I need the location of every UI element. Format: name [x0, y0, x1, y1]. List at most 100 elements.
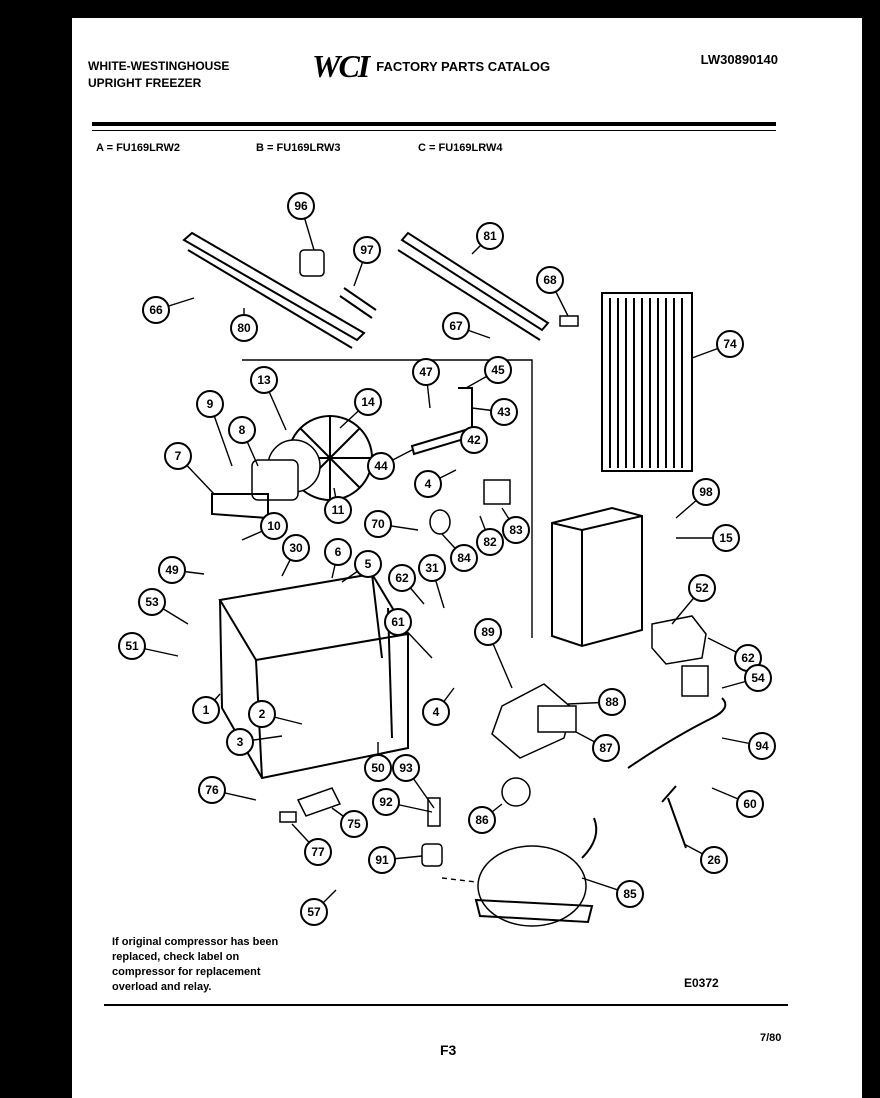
fan-motor-8: [251, 459, 299, 501]
callout-number: 80: [237, 321, 251, 335]
callout-62: 62: [388, 564, 425, 605]
callout-bubble: [744, 664, 772, 692]
callout-53: 53: [138, 588, 189, 625]
brand-block: WHITE-WESTINGHOUSE UPRIGHT FREEZER: [88, 58, 229, 92]
callout-number: 8: [239, 423, 246, 437]
callout-bubble: [138, 588, 166, 616]
callout-76: 76: [198, 776, 257, 804]
callout-number: 54: [751, 671, 765, 685]
callout-bubble: [260, 512, 288, 540]
callout-bubble: [304, 838, 332, 866]
callout-86: 86: [468, 803, 503, 834]
callout-31: 31: [418, 554, 446, 609]
callout-number: 83: [509, 523, 523, 537]
callout-number: 61: [391, 615, 405, 629]
grommet-84: [429, 509, 451, 535]
callout-number: 82: [483, 535, 497, 549]
callout-bubble: [536, 266, 564, 294]
callout-30: 30: [281, 534, 310, 577]
callout-number: 75: [347, 817, 361, 831]
drain-pan-89: [491, 683, 573, 759]
callout-number: 4: [433, 705, 440, 719]
rail-80: [182, 231, 366, 342]
callout-bubble: [392, 754, 420, 782]
callout-bubble: [442, 312, 470, 340]
callout-88: 88: [567, 688, 626, 716]
callout-bubble: [282, 534, 310, 562]
callout-84: 84: [441, 533, 478, 572]
callout-68: 68: [536, 266, 569, 317]
callout-number: 3: [237, 735, 244, 749]
callout-bubble: [118, 632, 146, 660]
callout-bubble: [712, 524, 740, 552]
callout-number: 50: [371, 761, 385, 775]
callout-45: 45: [465, 356, 512, 389]
callout-bubble: [460, 426, 488, 454]
callout-89: 89: [474, 618, 513, 689]
callout-number: 89: [481, 625, 495, 639]
overload-91: [421, 843, 443, 867]
part-96: [299, 249, 325, 277]
timer-52: [651, 615, 707, 665]
callout-9: 9: [196, 390, 233, 467]
callout-94: 94: [721, 732, 776, 760]
callout-number: 96: [294, 199, 308, 213]
callout-bubble: [324, 496, 352, 524]
callout-bubble: [748, 732, 776, 760]
callout-82: 82: [476, 515, 504, 556]
callout-70: 70: [364, 510, 419, 538]
callout-number: 66: [149, 303, 163, 317]
model-b: B = FU169LRW3: [256, 142, 341, 154]
callout-bubble: [192, 696, 220, 724]
callout-bubble: [367, 452, 395, 480]
callout-bubble: [354, 550, 382, 578]
callout-bubble: [412, 358, 440, 386]
callout-number: 44: [374, 459, 388, 473]
callout-number: 91: [375, 853, 389, 867]
callout-number: 97: [360, 243, 374, 257]
callout-bubble: [468, 806, 496, 834]
callout-bubble: [414, 470, 442, 498]
part-drawings: [182, 231, 727, 927]
header-rule-thin: [92, 130, 776, 131]
callout-80: 80: [230, 308, 258, 342]
callout-bubble: [700, 846, 728, 874]
callout-13: 13: [250, 366, 287, 431]
callout-4: 4: [414, 469, 457, 498]
callout-number: 52: [695, 581, 709, 595]
callout-bubble: [226, 728, 254, 756]
callout-number: 94: [755, 739, 769, 753]
callout-number: 47: [419, 365, 433, 379]
callout-5: 5: [341, 550, 382, 583]
callout-number: 9: [207, 397, 214, 411]
callout-bubble: [164, 442, 192, 470]
callout-bubble: [716, 330, 744, 358]
rail-80-edge: [187, 249, 353, 349]
callout-number: 26: [707, 853, 721, 867]
callout-number: 76: [205, 783, 219, 797]
callout-bubble: [388, 564, 416, 592]
rail-81-edge: [397, 249, 541, 341]
callout-bubble: [300, 898, 328, 926]
callout-bubble: [692, 478, 720, 506]
callout-97: 97: [353, 236, 381, 287]
callout-number: 86: [475, 813, 489, 827]
callout-51: 51: [118, 632, 179, 660]
callout-number: 7: [175, 449, 182, 463]
callout-bubble: [422, 698, 450, 726]
part-26: [661, 785, 687, 849]
callout-26: 26: [683, 843, 728, 874]
callout-bubble: [340, 810, 368, 838]
callout-number: 57: [307, 905, 321, 919]
callout-bubble: [418, 554, 446, 582]
catalog-title-block: WCI FACTORY PARTS CATALOG: [312, 48, 550, 85]
callout-42: 42: [460, 426, 488, 454]
callout-93: 93: [392, 754, 435, 809]
callout-14: 14: [339, 388, 382, 429]
callout-85: 85: [581, 877, 644, 908]
callout-number: 93: [399, 761, 413, 775]
callout-49: 49: [158, 556, 205, 584]
rail-81: [400, 231, 550, 332]
catalog-title: FACTORY PARTS CATALOG: [376, 59, 551, 74]
housing-88: [551, 506, 643, 648]
